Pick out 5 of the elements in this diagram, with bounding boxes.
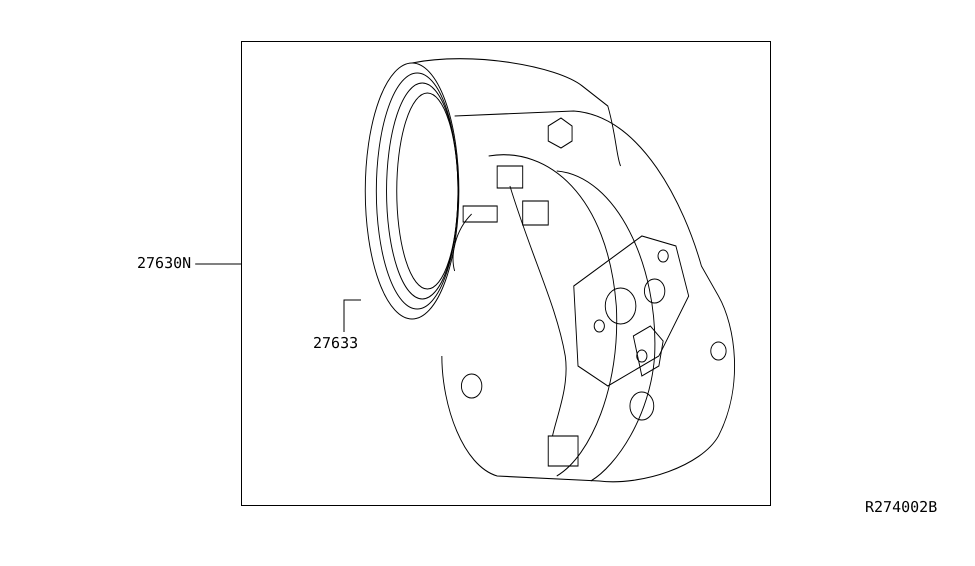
part-number: 27633 bbox=[313, 334, 358, 352]
drawing-code: R274002B bbox=[865, 498, 938, 516]
part-number: 27630N bbox=[137, 254, 192, 272]
frame-border bbox=[241, 41, 771, 506]
leader-line bbox=[344, 300, 362, 332]
